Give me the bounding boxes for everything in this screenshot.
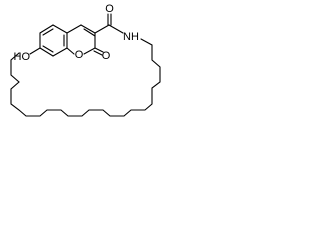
structure-diagram: HO O O O NH xyxy=(10,3,161,117)
alkyl-chain xyxy=(10,38,161,117)
pyranone-ring xyxy=(66,24,96,55)
benzene-ring xyxy=(39,24,68,57)
amide-oxygen-label: O xyxy=(105,3,114,15)
amide-group xyxy=(94,13,124,34)
hydroxyl-label: HO xyxy=(14,51,31,63)
hydroxyl-bond xyxy=(29,47,41,55)
amide-nitrogen-label: NH xyxy=(123,31,139,43)
ring-oxygen-label: O xyxy=(75,49,84,61)
lactone-carbonyl xyxy=(93,47,104,56)
lactone-oxygen-label: O xyxy=(102,50,111,62)
